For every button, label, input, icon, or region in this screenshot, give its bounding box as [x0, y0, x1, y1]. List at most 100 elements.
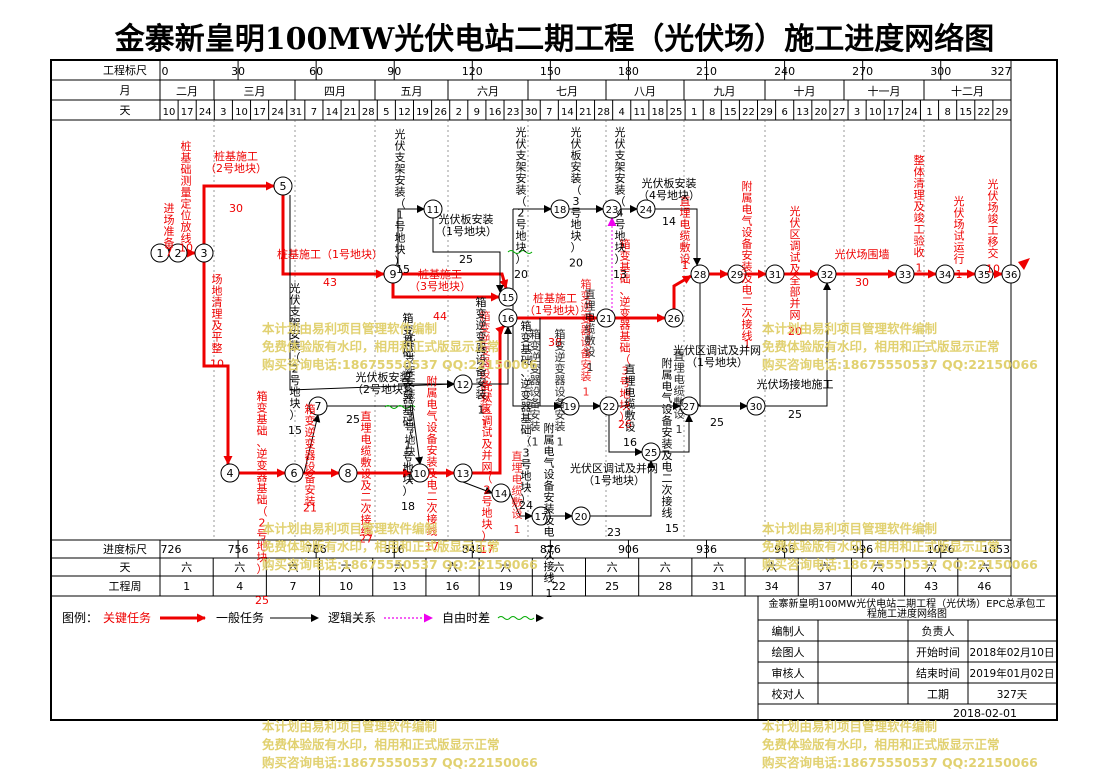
info-table: [757, 596, 1057, 720]
task-name-char: 器: [530, 374, 541, 387]
task-name-char: 安: [395, 173, 406, 187]
task-name-char: 接: [361, 514, 372, 527]
task-name-char: 验: [914, 234, 925, 248]
node-3[interactable]: 3: [194, 243, 214, 263]
day-label: 6: [781, 107, 787, 118]
node-10[interactable]: 10: [410, 463, 430, 483]
task-name-char: 2: [518, 207, 525, 220]
info-key: 负责人: [922, 624, 955, 638]
node-27[interactable]: 27: [679, 396, 699, 416]
task-name-char: 光: [571, 125, 582, 139]
node-23[interactable]: 23: [602, 199, 622, 219]
task-name-char: 、: [521, 366, 532, 379]
node-circle: [498, 287, 518, 307]
task-name-char: 基: [181, 152, 192, 165]
task-name-char: 敷: [361, 455, 372, 469]
node-5[interactable]: 5: [273, 176, 293, 196]
node-6[interactable]: 6: [284, 463, 304, 483]
day-label: 16: [489, 107, 502, 118]
header-row-label: 工程标尺: [103, 63, 147, 77]
node-29[interactable]: 29: [727, 264, 747, 284]
weekday-label: 六: [553, 561, 564, 574]
week-label: 4: [236, 580, 243, 593]
node-26[interactable]: 26: [664, 308, 684, 328]
node-30[interactable]: 30: [746, 396, 766, 416]
task-name: （3号地块）: [409, 280, 471, 293]
task-name: （1号地块）: [583, 474, 645, 487]
task-name-char: 装: [305, 495, 316, 508]
node-22[interactable]: 22: [599, 396, 619, 416]
node-9[interactable]: 9: [383, 264, 403, 284]
normal-task-arrow: [660, 414, 693, 453]
node-17[interactable]: 17: [531, 506, 551, 526]
task-name-char: 箱: [305, 402, 316, 416]
node-21[interactable]: 21: [596, 308, 616, 328]
task-name-char: 及: [427, 467, 438, 480]
task-name-char: ）: [516, 253, 527, 266]
node-number: 8: [345, 467, 352, 480]
task-name-char: 础: [620, 342, 631, 355]
task-duration: 1: [583, 386, 590, 399]
task-name: 桩基施工: [418, 267, 462, 281]
task-label-t5: 桩基施工（1号地块）43: [277, 247, 383, 289]
node-14[interactable]: 14: [491, 483, 511, 503]
task-duration: 1: [557, 436, 564, 449]
node-16[interactable]: 16: [498, 308, 518, 328]
node-25[interactable]: 25: [641, 442, 661, 462]
task-duration: 10: [986, 263, 1000, 276]
month-label: 九月: [714, 85, 736, 98]
task-label-t13: 光伏区调试及并网（2号地块）17: [480, 379, 494, 556]
task-name-char: 安: [305, 483, 316, 497]
task-name-char: 2: [292, 363, 299, 376]
task-duration: 44: [433, 310, 447, 323]
node-32[interactable]: 32: [817, 264, 837, 284]
legend-logic-label: 逻辑关系: [328, 611, 376, 625]
node-number: 4: [227, 467, 234, 480]
task-name-char: 及: [914, 200, 925, 213]
node-12[interactable]: 12: [453, 374, 473, 394]
task-name-char: 变: [476, 330, 487, 344]
task-name-char: 架: [405, 365, 416, 378]
task-duration: 17: [480, 543, 494, 556]
weekday-label: 六: [713, 561, 724, 574]
node-13[interactable]: 13: [453, 463, 473, 483]
day-label: 21: [344, 107, 357, 118]
task-name-char: （: [615, 195, 626, 208]
node-18[interactable]: 18: [550, 199, 570, 219]
node-number: 13: [457, 469, 470, 480]
task-name: 光伏区调试及并网: [570, 461, 658, 475]
task-name-char: 变: [620, 306, 631, 320]
task-name-char: 线: [662, 506, 673, 520]
node-33[interactable]: 33: [895, 264, 915, 284]
task-name-char: 工: [914, 223, 925, 236]
node-36[interactable]: 36: [1001, 264, 1021, 284]
node-2[interactable]: 2: [168, 243, 188, 263]
node-19[interactable]: 19: [560, 396, 580, 416]
task-label-t7: 桩基施工（1号地块）38: [524, 291, 586, 349]
node-35[interactable]: 35: [974, 264, 994, 284]
node-34[interactable]: 34: [935, 264, 955, 284]
task-name-char: （: [290, 351, 301, 364]
free-float-wave: [384, 405, 416, 409]
week-label: 16: [446, 580, 460, 593]
node-24[interactable]: 24: [636, 199, 656, 219]
node-number: 21: [600, 314, 613, 325]
task-duration: 20: [788, 325, 802, 338]
task-name-char: 2: [484, 484, 491, 497]
task-name-char: 电: [512, 473, 523, 486]
node-31[interactable]: 31: [765, 264, 785, 284]
node-28[interactable]: 28: [690, 264, 710, 284]
task-name-char: 安: [555, 408, 566, 422]
node-8[interactable]: 8: [338, 463, 358, 483]
task-name: 光伏板安装: [356, 370, 411, 384]
legend: 图例： 关键任务 一般任务 逻辑关系 自由时差: [62, 610, 544, 625]
weekday-label: 六: [819, 561, 830, 574]
task-duration: 1: [676, 423, 683, 436]
node-15[interactable]: 15: [498, 287, 518, 307]
node-7[interactable]: 7: [308, 396, 328, 416]
task-name-char: 基: [521, 412, 532, 425]
node-11[interactable]: 11: [423, 199, 443, 219]
node-20[interactable]: 20: [571, 506, 591, 526]
node-4[interactable]: 4: [220, 463, 240, 483]
task-name-char: 、: [257, 436, 268, 449]
